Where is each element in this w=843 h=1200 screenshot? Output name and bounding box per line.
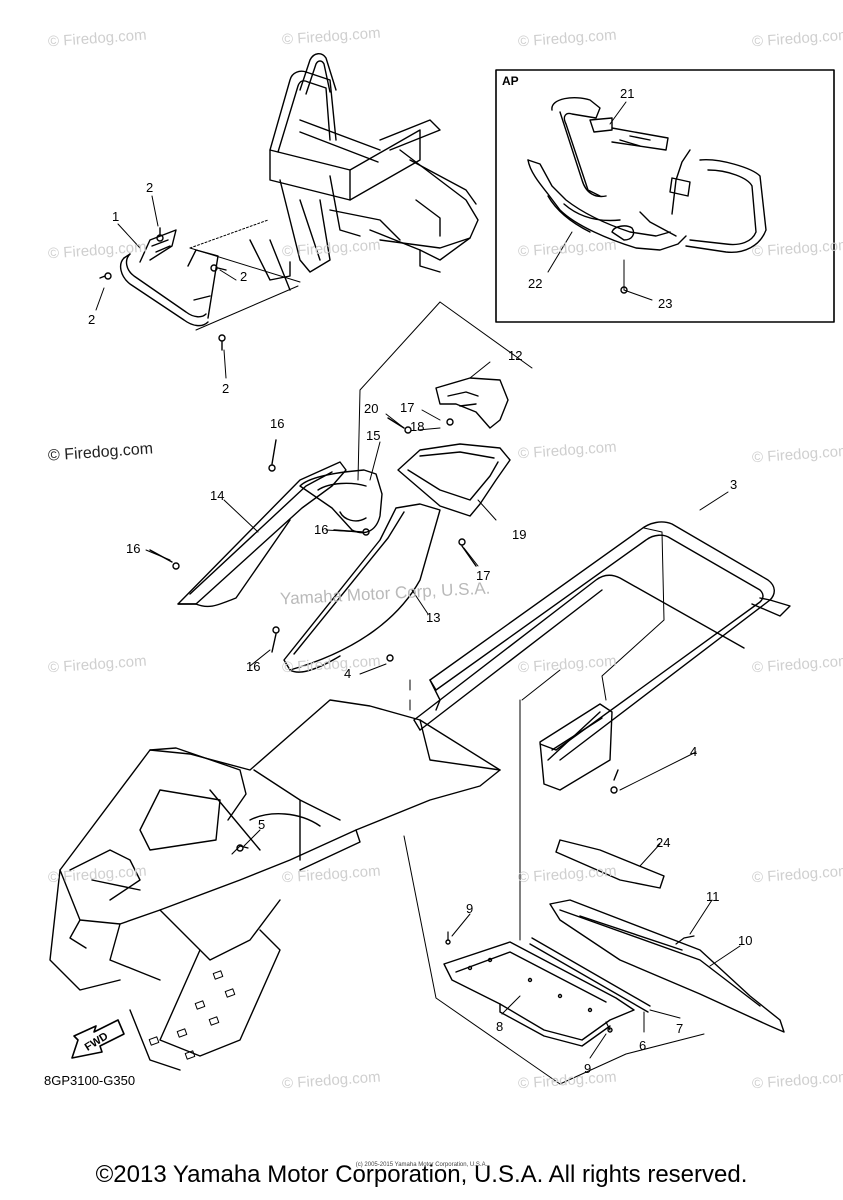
front-grab-bar xyxy=(119,229,219,327)
callout-6: 6 xyxy=(639,1038,647,1053)
callout-13: 13 xyxy=(426,610,441,625)
callout-3: 3 xyxy=(730,477,738,492)
callout-10: 10 xyxy=(738,933,753,948)
callout-12: 12 xyxy=(508,348,523,363)
step-plate-8 xyxy=(443,941,635,1047)
callout-2: 2 xyxy=(240,269,248,284)
callout-7: 7 xyxy=(676,1021,684,1036)
callout-16: 16 xyxy=(126,541,141,556)
inset-skid-plate xyxy=(527,159,687,251)
callout-18: 18 xyxy=(410,419,425,434)
part-code: 8GP3100-G350 xyxy=(44,1073,136,1088)
callout-19: 19 xyxy=(512,527,527,542)
callout-11: 11 xyxy=(706,889,720,904)
callout-leaders xyxy=(95,195,741,1059)
decal-24 xyxy=(555,839,665,889)
callout-9: 9 xyxy=(466,901,474,916)
bracket-4 xyxy=(539,703,619,794)
rear-panel-14 xyxy=(177,461,347,608)
inset-label: AP xyxy=(502,74,519,88)
callout-16: 16 xyxy=(246,659,261,674)
fwd-arrow xyxy=(71,1019,125,1059)
chassis-holes xyxy=(148,970,236,1060)
callout-15: 15 xyxy=(366,428,381,443)
callout-1: 1 xyxy=(112,209,120,224)
callout-4: 4 xyxy=(344,666,352,681)
upper-frame xyxy=(249,53,479,291)
callout-22: 22 xyxy=(528,276,543,291)
main-chassis xyxy=(49,699,501,1071)
callout-2: 2 xyxy=(146,180,154,195)
callout-2: 2 xyxy=(88,312,96,327)
bracket-12 xyxy=(435,377,509,429)
callout-8: 8 xyxy=(496,1019,504,1034)
rear-bar-3 xyxy=(413,521,791,761)
callout-9: 9 xyxy=(584,1061,592,1076)
tiny-copyright: (c) 2005-2015 Yamaha Motor Corporation, … xyxy=(355,1162,488,1168)
footrest-rail-10 xyxy=(549,899,785,1033)
footer-copyright: ©2013 Yamaha Motor Corporation, U.S.A. A… xyxy=(95,1161,748,1188)
callout-17: 17 xyxy=(476,568,491,583)
callout-20: 20 xyxy=(364,401,379,416)
strip-6-7 xyxy=(529,937,651,1013)
callout-16: 16 xyxy=(270,416,285,431)
inset-box xyxy=(495,69,835,323)
bolts-2 xyxy=(99,227,227,351)
cover-19 xyxy=(397,443,511,517)
callout-17: 17 xyxy=(400,400,415,415)
callout-16: 16 xyxy=(314,522,329,537)
callout-14: 14 xyxy=(210,488,225,503)
callout-23: 23 xyxy=(658,296,673,311)
callout-24: 24 xyxy=(656,835,671,850)
callout-4: 4 xyxy=(690,744,698,759)
callout-21: 21 xyxy=(620,86,635,101)
callout-2: 2 xyxy=(222,381,230,396)
inset-rear-guard xyxy=(551,97,767,253)
rear-panel-13 xyxy=(283,503,441,673)
callout-5: 5 xyxy=(258,817,266,832)
